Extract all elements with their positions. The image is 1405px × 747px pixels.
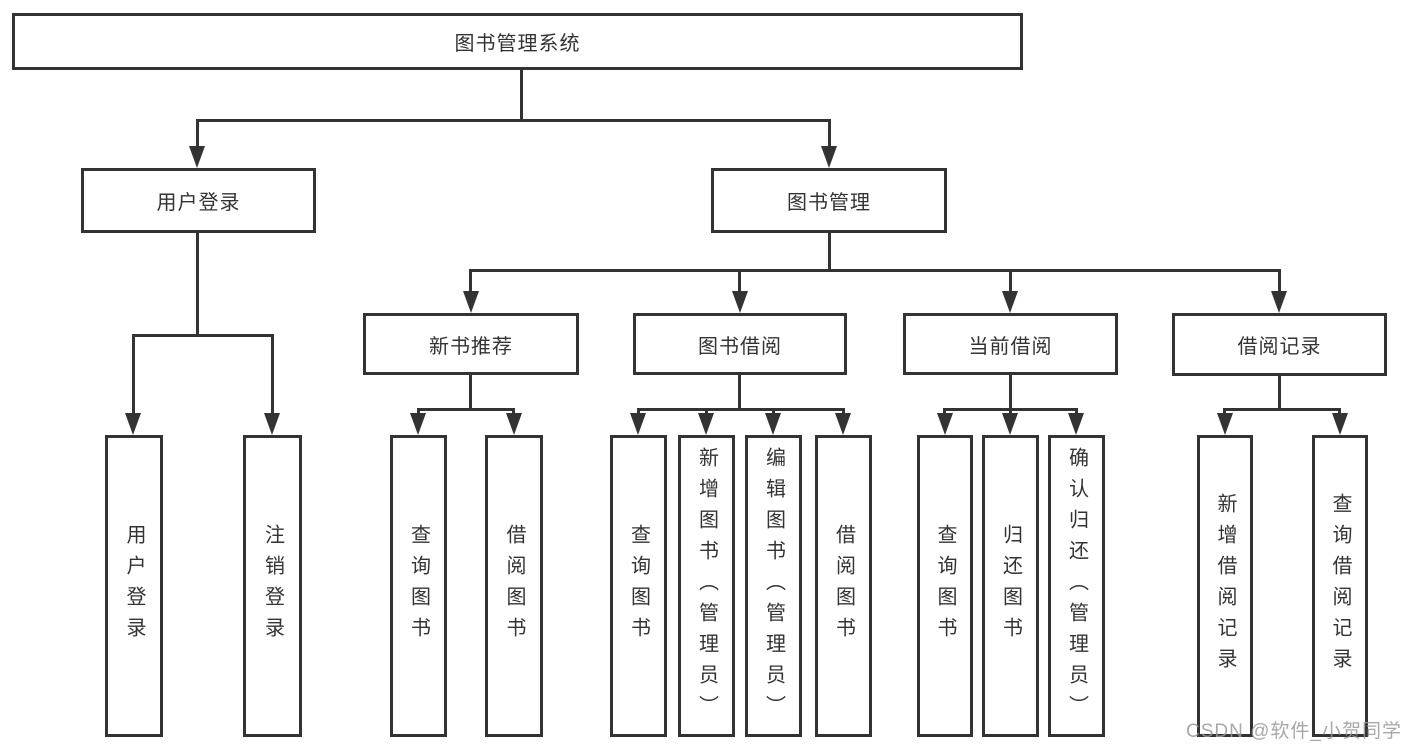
arrow-down-icon (125, 413, 141, 435)
connector-vline (738, 373, 741, 410)
node-label: 新增借阅记录 (1214, 493, 1236, 679)
node-label: 图书管理系统 (454, 33, 581, 55)
node-label: 借阅图书 (832, 524, 855, 648)
node-label: 新增图书（管理员） (695, 446, 718, 726)
connector-vline (196, 119, 199, 147)
connector-vline (1223, 408, 1226, 416)
leaf-add-books-admin: 新增图书（管理员） (678, 435, 735, 737)
connector-vline (1009, 408, 1012, 416)
leaf-query-books-current: 查询图书 (917, 435, 973, 737)
node-label: 查询图书 (934, 524, 956, 648)
connector-hline (637, 408, 845, 411)
leaf-confirm-return-admin: 确认归还（管理员） (1048, 435, 1105, 737)
node-borrowing-records: 借阅记录 (1172, 313, 1387, 376)
connector-hline (417, 408, 515, 411)
connector-vline (520, 68, 523, 121)
arrow-down-icon (264, 413, 280, 435)
connector-vline (828, 119, 831, 147)
connector-vline (469, 373, 472, 410)
connector-vline (132, 334, 135, 414)
connector-vline (1338, 408, 1341, 416)
arrow-down-icon (765, 413, 781, 435)
connector-vline (1278, 373, 1281, 410)
node-label: 确认归还（管理员） (1065, 446, 1088, 726)
leaf-query-books-borrowing: 查询图书 (610, 435, 667, 737)
arrow-down-icon (463, 291, 479, 313)
arrow-down-icon (732, 291, 748, 313)
node-library-management-system: 图书管理系统 (12, 13, 1023, 70)
arrow-down-icon (1217, 413, 1233, 435)
arrow-down-icon (1002, 413, 1018, 435)
node-new-book-recommendation: 新书推荐 (363, 313, 579, 375)
node-label: 用户登录 (156, 192, 241, 214)
arrow-down-icon (835, 413, 851, 435)
connector-vline (705, 408, 708, 416)
leaf-logout: 注销登录 (243, 435, 302, 737)
arrow-down-icon (1332, 413, 1348, 435)
connector-vline (772, 408, 775, 416)
connector-vline (1009, 373, 1012, 410)
leaf-add-borrow-record: 新增借阅记录 (1197, 435, 1253, 737)
connector-vline (417, 408, 420, 416)
leaf-edit-books-admin: 编辑图书（管理员） (745, 435, 802, 737)
connector-vline (1278, 269, 1281, 293)
arrow-down-icon (410, 413, 426, 435)
arrow-down-icon (630, 413, 646, 435)
leaf-borrow-books: 借阅图书 (815, 435, 872, 737)
arrow-down-icon (937, 413, 953, 435)
node-label: 用户登录 (123, 524, 145, 648)
node-label: 借阅图书 (503, 524, 525, 648)
connector-hline (196, 119, 831, 122)
leaf-query-borrow-record: 查询借阅记录 (1312, 435, 1368, 737)
leaf-query-books-recommend: 查询图书 (390, 435, 447, 737)
leaf-return-books: 归还图书 (982, 435, 1039, 737)
node-label: 查询借阅记录 (1329, 493, 1351, 679)
node-label: 当前借阅 (968, 335, 1053, 358)
arrow-down-icon (1002, 291, 1018, 313)
arrow-down-icon (821, 146, 837, 168)
connector-vline (943, 408, 946, 416)
leaf-user-login: 用户登录 (105, 435, 163, 737)
node-label: 新书推荐 (429, 335, 513, 358)
connector-hline (469, 269, 1281, 272)
connector-vline (196, 233, 199, 336)
arrow-down-icon (1068, 413, 1084, 435)
node-current-borrowing: 当前借阅 (903, 313, 1118, 375)
node-book-management-branch: 图书管理 (711, 168, 947, 233)
connector-hline (132, 334, 274, 337)
node-label: 查询图书 (407, 524, 430, 648)
node-label: 图书管理 (787, 192, 871, 214)
leaf-borrow-books-recommend: 借阅图书 (485, 435, 543, 737)
arrow-down-icon (189, 146, 205, 168)
arrow-down-icon (698, 413, 714, 435)
node-label: 查询图书 (627, 524, 650, 648)
connector-vline (512, 408, 515, 416)
node-label: 借阅记录 (1237, 336, 1322, 358)
connector-vline (271, 334, 274, 414)
node-label: 归还图书 (999, 524, 1022, 648)
connector-vline (1075, 408, 1078, 416)
connector-vline (469, 269, 472, 293)
node-label: 注销登录 (261, 524, 284, 648)
connector-vline (1009, 269, 1012, 293)
connector-vline (738, 269, 741, 293)
node-book-borrowing: 图书借阅 (633, 313, 847, 375)
connector-vline (842, 408, 845, 416)
csdn-watermark: CSDN @软件_小贺同学 (1186, 721, 1402, 742)
connector-hline (1223, 408, 1341, 411)
arrow-down-icon (506, 413, 522, 435)
node-label: 编辑图书（管理员） (762, 446, 785, 726)
connector-vline (637, 408, 640, 416)
connector-vline (828, 233, 831, 272)
node-user-login-branch: 用户登录 (81, 168, 316, 233)
node-label: 图书借阅 (698, 335, 782, 358)
arrow-down-icon (1271, 291, 1287, 313)
